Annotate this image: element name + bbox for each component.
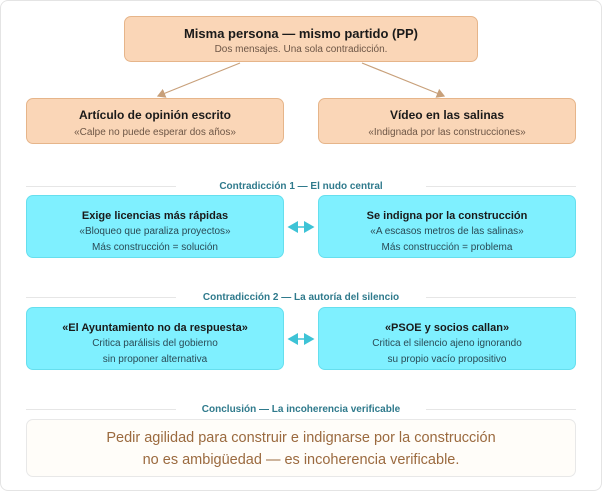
node-line: Más construcción = problema bbox=[381, 242, 513, 253]
divider bbox=[26, 297, 176, 298]
node-line: Más construcción = solución bbox=[92, 242, 218, 253]
contradiction-1-left-node: Exige licencias más rápidas «Bloqueo que… bbox=[26, 195, 284, 258]
arrow-top-to-left bbox=[156, 62, 241, 98]
source-node-article: Artículo de opinión escrito «Calpe no pu… bbox=[26, 98, 284, 144]
section-header-conclusion: Conclusión — La incoherencia verificable bbox=[26, 402, 576, 418]
contradiction-2-right-node: «PSOE y socios callan» Critica el silenc… bbox=[318, 307, 576, 370]
conclusion-line: no es ambigüedad — es incoherencia verif… bbox=[142, 452, 460, 468]
divider bbox=[426, 297, 576, 298]
node-title: Se indigna por la construcción bbox=[366, 210, 528, 222]
conclusion-line: Pedir agilidad para construir e indignar… bbox=[106, 430, 496, 446]
node-title: «El Ayuntamiento no da respuesta» bbox=[62, 322, 248, 334]
top-node-subtitle: Dos mensajes. Una sola contradicción. bbox=[214, 44, 388, 55]
node-line: Critica el silencio ajeno ignorando bbox=[372, 338, 522, 349]
section-label: Conclusión — La incoherencia verificable bbox=[201, 404, 401, 415]
node-line: sin proponer alternativa bbox=[102, 354, 208, 365]
node-title: Exige licencias más rápidas bbox=[81, 210, 229, 222]
conclusion-box: Pedir agilidad para construir e indignar… bbox=[26, 419, 576, 477]
section-header-contradiction-2: Contradicción 2 — La autoría del silenci… bbox=[26, 290, 576, 306]
contradiction-2-left-node: «El Ayuntamiento no da respuesta» Critic… bbox=[26, 307, 284, 370]
node-line: «A escasos metros de las salinas» bbox=[370, 226, 524, 237]
section-header-contradiction-1: Contradicción 1 — El nudo central bbox=[26, 179, 576, 195]
arrow-top-to-right bbox=[361, 62, 446, 98]
source-title: Vídeo en las salinas bbox=[389, 108, 505, 122]
node-line: su propio vacío propositivo bbox=[387, 354, 507, 365]
section-label: Contradicción 2 — La autoría del silenci… bbox=[202, 292, 400, 303]
section-label: Contradicción 1 — El nudo central bbox=[219, 181, 383, 192]
top-node: Misma persona — mismo partido (PP) Dos m… bbox=[124, 16, 478, 62]
top-node-title: Misma persona — mismo partido (PP) bbox=[183, 26, 419, 41]
source-title: Artículo de opinión escrito bbox=[78, 108, 231, 122]
source-quote: «Calpe no puede esperar dos años» bbox=[74, 127, 236, 138]
node-title: «PSOE y socios callan» bbox=[384, 322, 510, 334]
node-line: Critica parálisis del gobierno bbox=[92, 338, 218, 349]
contradiction-1-right-node: Se indigna por la construcción «A escaso… bbox=[318, 195, 576, 258]
divider bbox=[26, 409, 176, 410]
source-quote: «Indignada por las construcciones» bbox=[368, 127, 526, 138]
node-line: «Bloqueo que paraliza proyectos» bbox=[79, 226, 231, 237]
divider bbox=[26, 186, 176, 187]
divider bbox=[426, 409, 576, 410]
source-node-video: Vídeo en las salinas «Indignada por las … bbox=[318, 98, 576, 144]
divider bbox=[426, 186, 576, 187]
